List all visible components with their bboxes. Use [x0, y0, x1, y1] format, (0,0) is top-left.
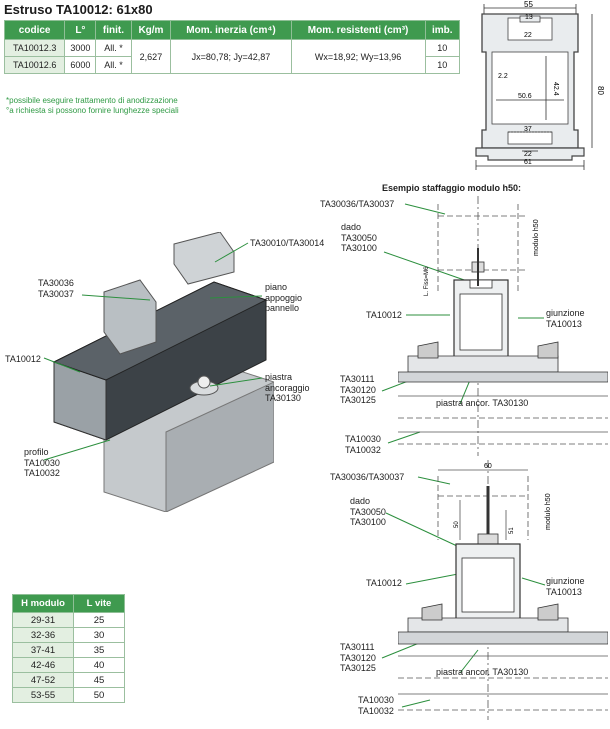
- header-length: L°: [64, 20, 97, 40]
- cell-l-vite: 50: [73, 687, 125, 703]
- header-finish: finit.: [95, 20, 132, 40]
- dim-top-width: 55: [524, 0, 533, 9]
- cell-l-vite: 30: [73, 627, 125, 643]
- upper-label-piastra: piastra ancor. TA30130: [436, 398, 529, 408]
- cell-resistance: Wx=18,92; Wy=13,96: [290, 39, 426, 74]
- cell-h-modulo: 32-36: [12, 627, 74, 643]
- table-row: TA10012.3 3000 All. * 2,627 Jx=80,78; Jy…: [3, 39, 461, 74]
- upper-label-dado: dado TA30050 TA30100: [341, 222, 377, 253]
- upper-label-screws: TA30111 TA30120 TA30125: [340, 374, 376, 405]
- spec-header-row: codice L° finit. Kg/m Mom. inerzia (cm⁴)…: [3, 20, 461, 40]
- dim-bottom-slot: 37: [524, 126, 532, 133]
- dim-wall: 2.2: [498, 73, 508, 80]
- upper-assembly-diagram: modulo h50 L. Fiss=M6: [398, 196, 608, 456]
- cell-l-vite: 35: [73, 642, 125, 658]
- label-clamp-top: TA30010/TA30014: [250, 238, 325, 248]
- label-piano: piano appoggio pannello: [265, 282, 303, 313]
- header-kgm: Kg/m: [130, 20, 172, 40]
- header-l-vite: L vite: [73, 594, 125, 613]
- cell-h-modulo: 37-41: [12, 642, 74, 658]
- dim-lower-d1: 50: [454, 521, 460, 528]
- header-codice: codice: [3, 20, 66, 40]
- cell-h-modulo: 53-55: [12, 687, 74, 703]
- header-resistance: Mom. resistenti (cm³): [290, 20, 426, 40]
- note-lengths: °a richiesta si possono fornire lunghezz…: [6, 106, 179, 115]
- upper-label-profilo: TA10030 TA10032: [345, 434, 381, 455]
- table-row: TA10012.6 6000 All. * 10: [3, 56, 461, 74]
- label-fissaggio: L. Fiss=M6: [424, 266, 430, 296]
- label-modulo-lower: modulo h50: [545, 493, 552, 530]
- cell-l-vite: 40: [73, 657, 125, 673]
- page-title: Estruso TA10012: 61x80: [4, 2, 153, 17]
- header-h-modulo: H modulo: [12, 594, 74, 613]
- lower-assembly-diagram: 60 50 51 modulo h50: [398, 460, 608, 720]
- lower-label-profilo: TA10030 TA10032: [358, 695, 394, 716]
- dim-bottom-inner: 22: [524, 151, 532, 158]
- lower-label-top: TA30036/TA30037: [330, 472, 405, 482]
- upper-label-top: TA30036/TA30037: [320, 199, 395, 209]
- lower-label-dado: dado TA30050 TA30100: [350, 496, 386, 527]
- example-title: Esempio staffaggio modulo h50:: [382, 183, 522, 193]
- lower-label-giunzione: giunzione TA10013: [546, 576, 585, 597]
- cell-pack: 10: [424, 56, 461, 74]
- dim-inner-width: 50.6: [518, 93, 532, 100]
- label-profilo: profilo TA10030 TA10032: [24, 447, 60, 478]
- cell-h-modulo: 29-31: [12, 612, 74, 628]
- upper-label-rail: TA10012: [366, 310, 402, 320]
- profile-cross-section: 55 13 22 2.2 42.4 50.6 80 37 22 61: [475, 0, 605, 170]
- cell-length: 3000: [64, 39, 97, 57]
- header-pack: imb.: [424, 20, 461, 40]
- dim-inner-upper: 22: [524, 32, 532, 39]
- cell-inertia: Jx=80,78; Jy=42,87: [170, 39, 292, 74]
- dim-lower-d2: 51: [509, 527, 515, 534]
- note-anodizing: *possibile eseguire trattamento di anodi…: [6, 96, 178, 105]
- label-modulo-upper: modulo h50: [533, 219, 540, 256]
- isometric-illustration: [52, 232, 274, 512]
- cell-l-vite: 25: [73, 612, 125, 628]
- lower-label-screws: TA30111 TA30120 TA30125: [340, 642, 376, 673]
- cell-codice: TA10012.6: [3, 56, 66, 74]
- cell-h-modulo: 47-52: [12, 672, 74, 688]
- dim-inner-top: 13: [525, 14, 533, 21]
- dim-bottom-width: 61: [524, 159, 532, 166]
- header-inertia: Mom. inerzia (cm⁴): [170, 20, 292, 40]
- lower-label-piastra: piastra ancor. TA30130: [436, 667, 529, 677]
- upper-label-giunzione: giunzione TA10013: [546, 308, 585, 329]
- dim-height: 80: [596, 86, 605, 95]
- label-rail: TA10012: [5, 354, 41, 364]
- cell-h-modulo: 42-46: [12, 657, 74, 673]
- label-piastra: piastra ancoraggio TA30130: [265, 372, 310, 403]
- dim-inner-height: 42.4: [552, 82, 559, 96]
- hmod-header-row: H modulo L vite: [12, 594, 125, 613]
- cell-kgm: 2,627: [130, 39, 172, 74]
- lower-label-rail: TA10012: [366, 578, 402, 588]
- spec-table: codice L° finit. Kg/m Mom. inerzia (cm⁴)…: [3, 20, 461, 74]
- dim-lower-width: 60: [484, 463, 492, 470]
- cell-length: 6000: [64, 56, 97, 74]
- label-clamp-side: TA30036 TA30037: [38, 278, 74, 299]
- cell-l-vite: 45: [73, 672, 125, 688]
- cell-finish: All. *: [95, 56, 132, 74]
